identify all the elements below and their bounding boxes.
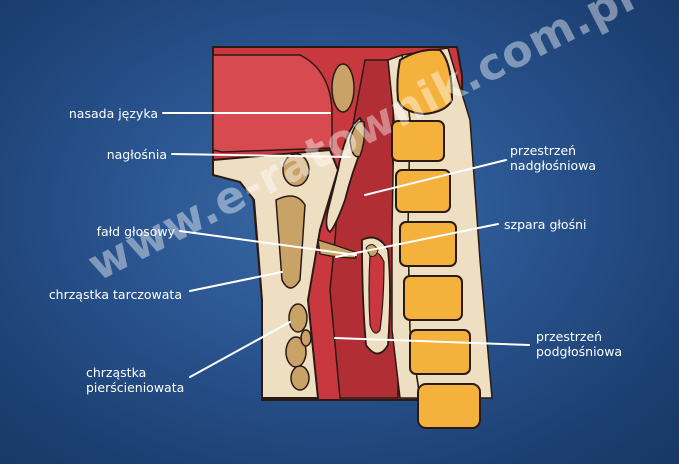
vertebra-c2 [396, 48, 454, 116]
leader-lines [162, 112, 530, 378]
label-chrzastka-tarczowata: chrząstka tarczowata [48, 287, 182, 302]
leader-podglosniowa [334, 337, 530, 346]
label-chrzastka-pierscieniowata: chrząstka pierścieniowata [86, 365, 185, 395]
label-przestrzen-podglosniowa: przestrzeń podgłośniowa [536, 329, 623, 359]
label-szpara-glosni: szpara głośni [504, 217, 587, 232]
leader-pierscieniowata [189, 321, 291, 378]
label-nasada-jezyka: nasada języka [68, 106, 158, 121]
vertebra-c7 [409, 329, 471, 375]
vertebrae [391, 48, 481, 429]
label-naglosnia: nagłośnia [106, 147, 167, 162]
vertebra-c4 [395, 169, 451, 213]
leader-nadglosniowa [364, 159, 507, 196]
leader-tarczowata [189, 271, 283, 292]
cricoid-cartilage-3 [290, 365, 310, 391]
leader-fald [179, 230, 357, 256]
label-przestrzen-nadglosniowa: przestrzeń nadgłośniowa [510, 143, 597, 173]
cartilages [275, 63, 366, 391]
cricoid-cartilage-4 [300, 329, 312, 347]
vertebra-t1 [417, 383, 481, 429]
leader-naglosnia [171, 153, 351, 158]
vertebra-c3 [391, 120, 445, 162]
tongue-base [212, 54, 333, 153]
label-fald-glosowy: fałd głosowy [96, 224, 175, 239]
leader-szpara [335, 223, 499, 258]
epiglottis-cartilage [349, 120, 366, 158]
cricoid-cartilage-1 [288, 303, 308, 333]
thyroid-cartilage-top [282, 153, 310, 187]
thyroid-cartilage [275, 195, 306, 289]
vertebra-c6 [403, 275, 463, 321]
hyoid-bone [331, 63, 355, 113]
vertebra-c5 [399, 221, 457, 267]
